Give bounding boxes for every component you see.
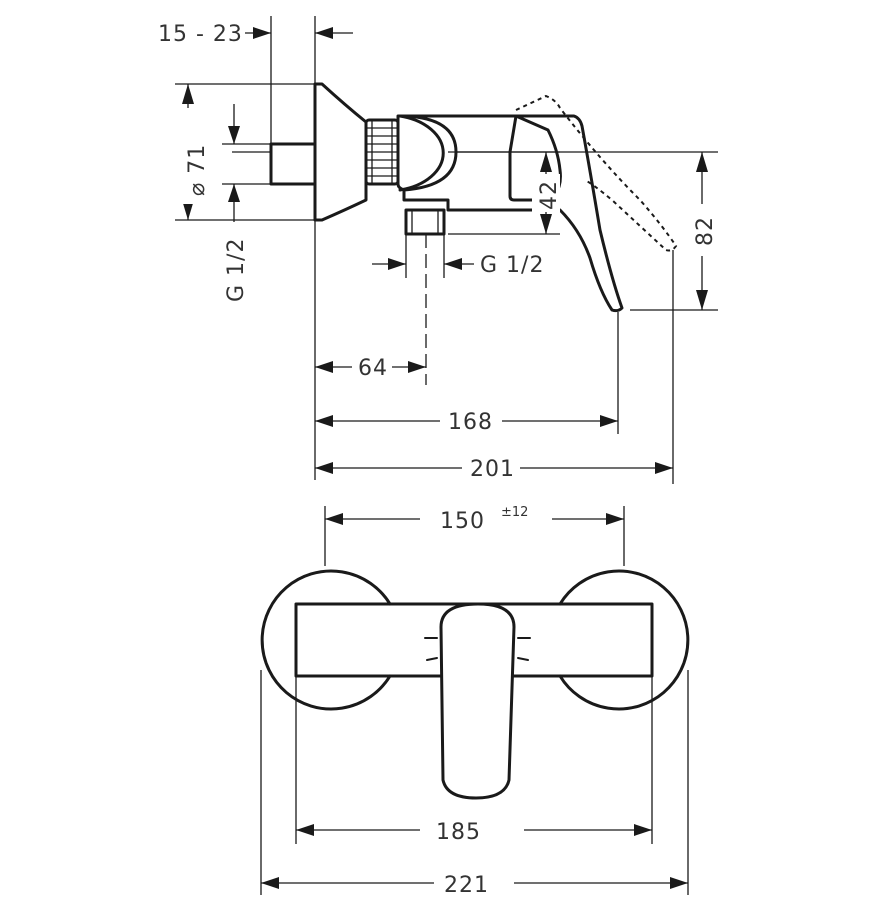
front-view <box>260 569 690 800</box>
dim-lever-height: 42 <box>537 180 562 210</box>
dim-outlet-offset: 64 <box>358 356 388 381</box>
dim-lever-depth: 168 <box>448 410 493 435</box>
lever-open-position <box>515 94 678 252</box>
dim-inlet-thread: G 1/2 <box>224 238 249 302</box>
knurl-lines <box>366 120 398 184</box>
dim-body-width: 185 <box>436 820 481 845</box>
dim-wall-thickness: 15 - 23 <box>158 22 243 47</box>
escutcheon <box>313 82 368 222</box>
dim-total-depth: 201 <box>470 457 515 482</box>
lever-handle-front <box>439 602 516 800</box>
right-rosette <box>558 569 690 711</box>
cartridge-dome <box>398 114 445 192</box>
side-dimensions: 15 - 23 ⌀ 71 G 1/2 G 1/2 42 <box>158 16 718 484</box>
front-dimensions: 150 ±12 185 221 <box>260 505 689 897</box>
lever <box>514 114 624 313</box>
outlet-nut <box>404 208 446 236</box>
dim-total-height: 82 <box>693 216 718 246</box>
dim-center-tolerance: ±12 <box>501 505 528 520</box>
wall-connector <box>269 142 317 186</box>
dim-center-distance: 150 <box>440 509 485 534</box>
dim-diameter: ⌀ 71 <box>185 144 210 196</box>
dim-total-width: 221 <box>444 873 489 897</box>
dim-outlet-thread: G 1/2 <box>480 253 544 278</box>
left-rosette <box>260 569 392 711</box>
